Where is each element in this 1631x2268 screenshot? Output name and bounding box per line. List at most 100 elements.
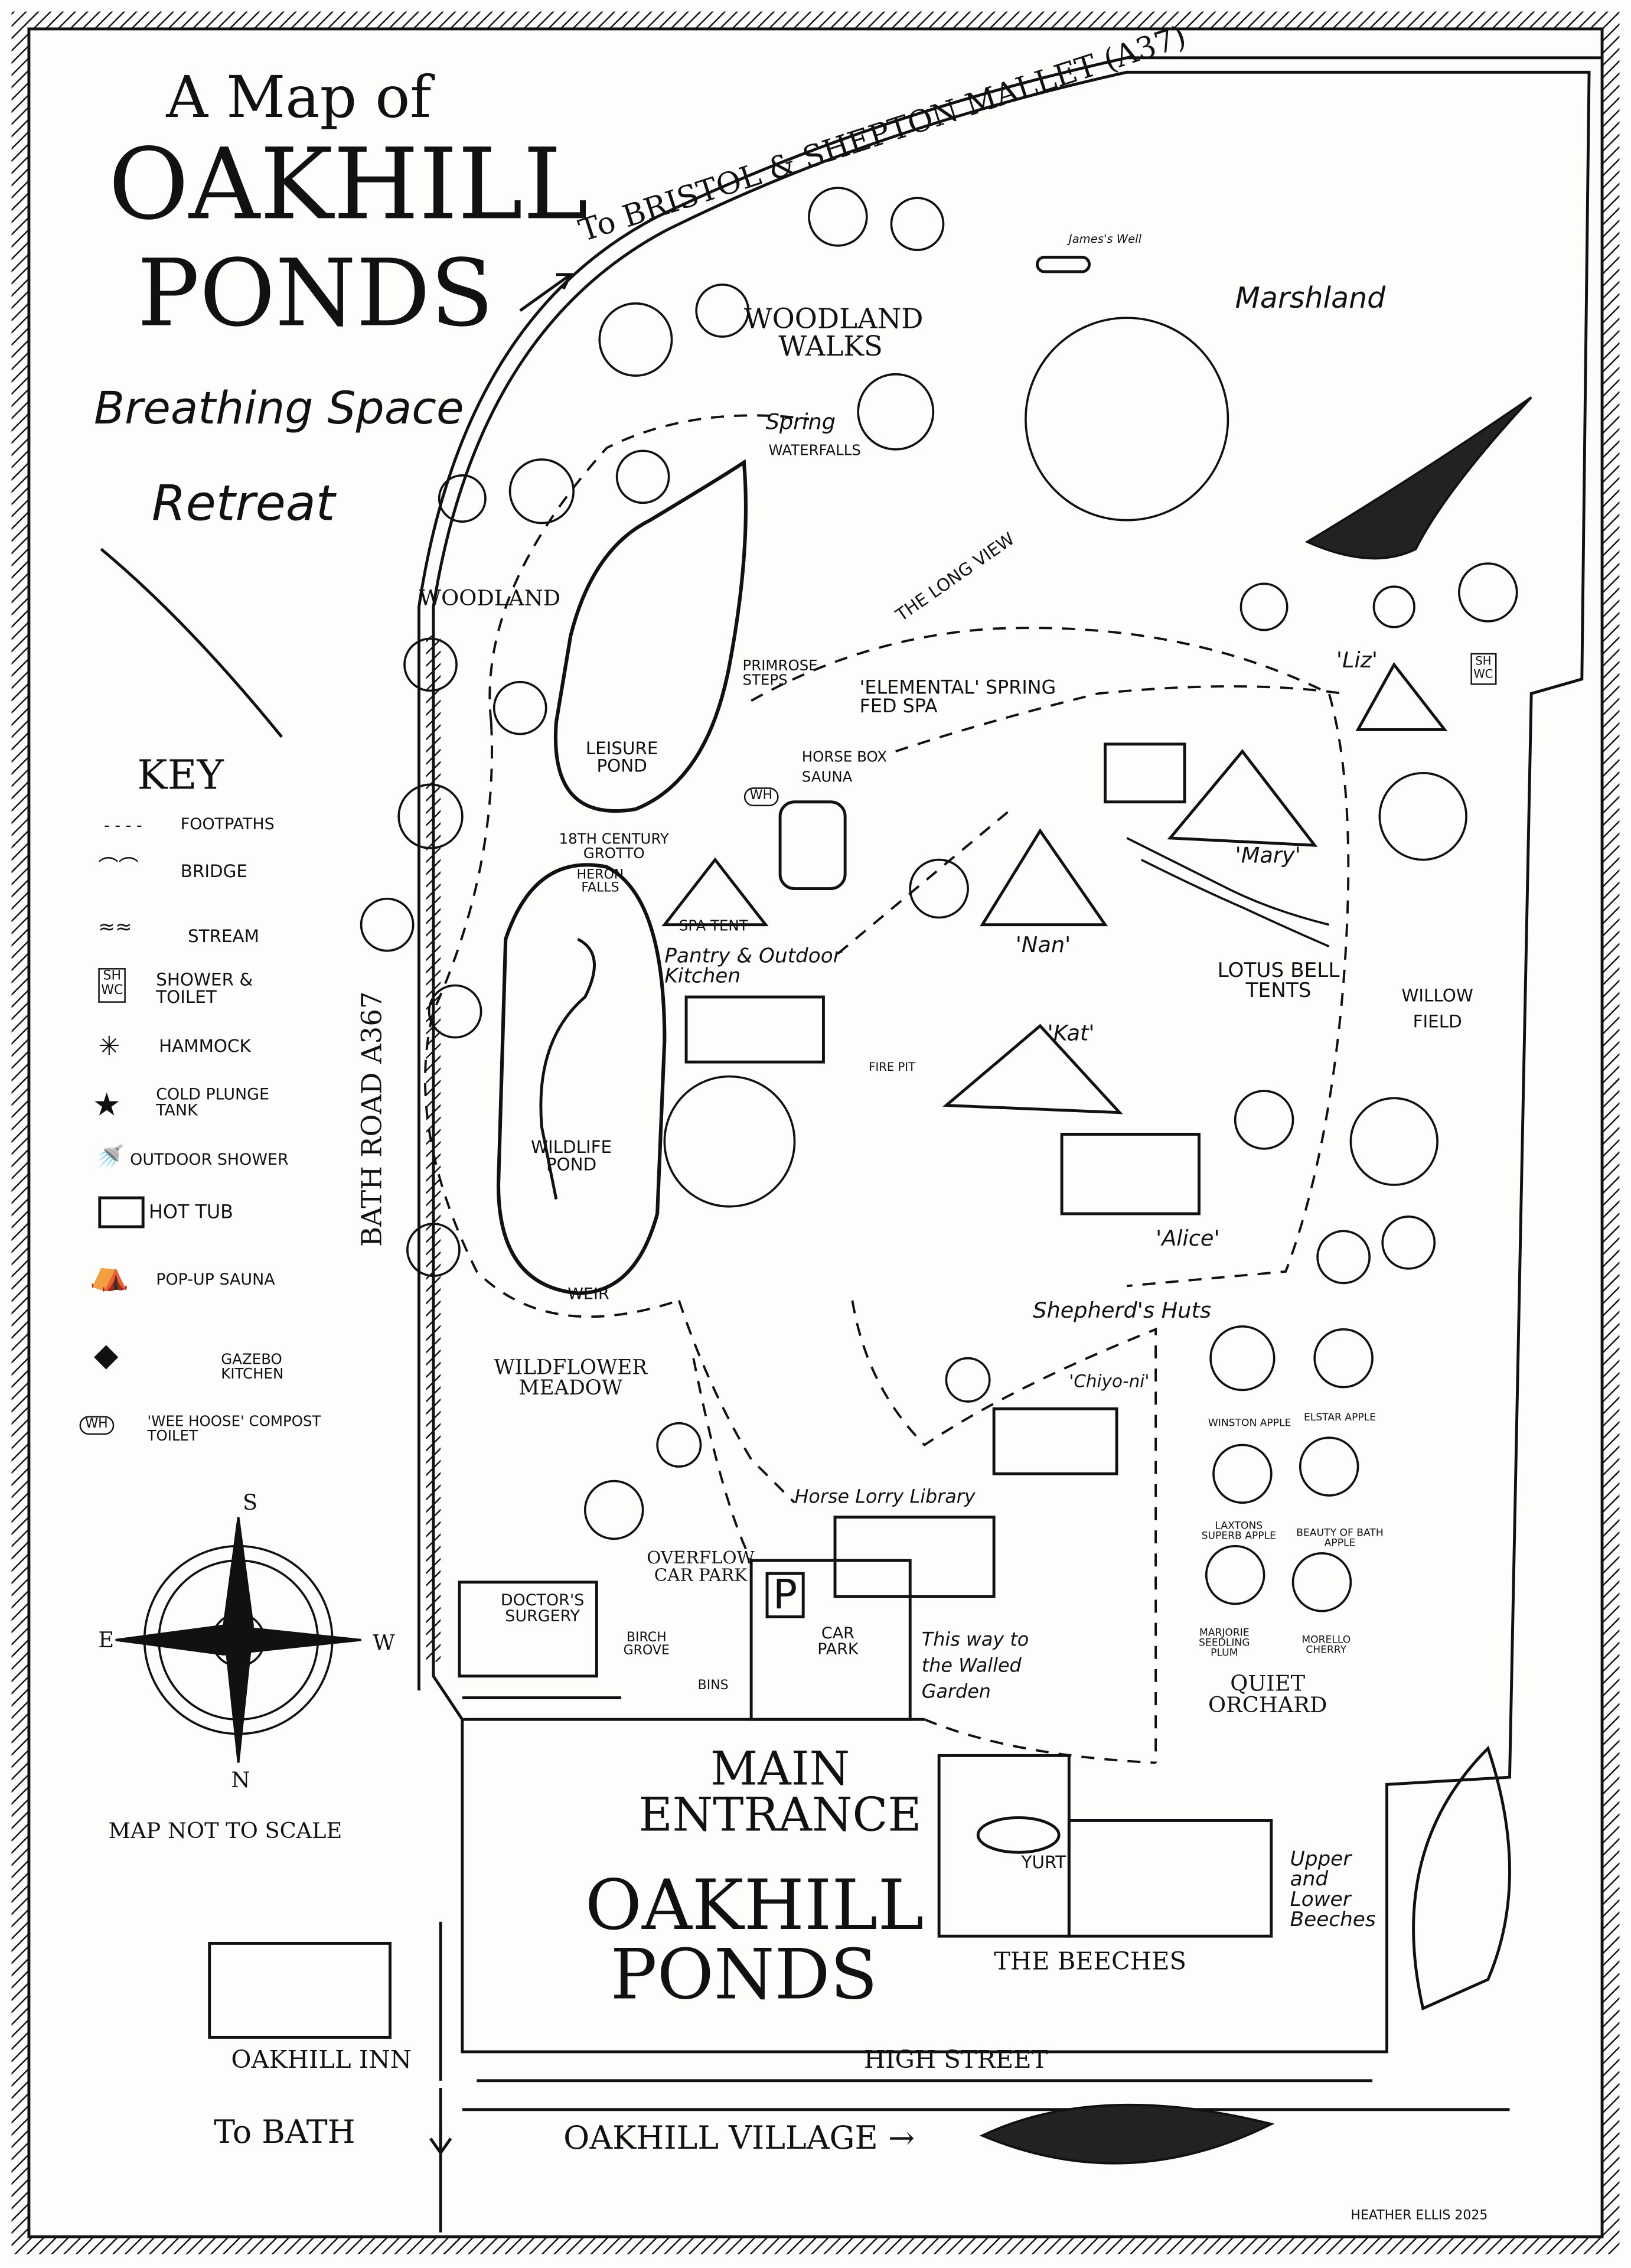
label-yurt: YURT bbox=[1021, 1852, 1066, 1873]
bridge-key-icon: ⌒⌒ bbox=[98, 856, 139, 880]
label-horse-lorry-library: Horse Lorry Library bbox=[794, 1487, 976, 1509]
road-label-high-street: HIGH STREET bbox=[863, 2046, 1048, 2075]
arrow-north bbox=[519, 273, 573, 312]
pop-up-sauna-icon: ⛺ bbox=[89, 1257, 129, 1293]
label-grotto: 18TH CENTURY GROTTO bbox=[559, 832, 669, 863]
high-street bbox=[462, 2079, 1510, 2111]
label-wildflower-meadow: WILDFLOWER MEADOW bbox=[494, 1357, 648, 1400]
label-upper-lower-beeches: Upper and Lower Beeches bbox=[1290, 1847, 1376, 1932]
label-alice: 'Alice' bbox=[1156, 1225, 1220, 1252]
label-doctors-surgery: DOCTOR'S SURGERY bbox=[500, 1591, 585, 1626]
label-main-entrance: MAIN ENTRANCE bbox=[638, 1741, 922, 1843]
fern bbox=[100, 548, 283, 738]
orchard-label: ELSTAR APPLE bbox=[1303, 1412, 1376, 1423]
label-marshland: Marshland bbox=[1235, 280, 1386, 315]
key-item-stream: STREAM bbox=[188, 926, 259, 947]
orchard-label: WINSTON APPLE bbox=[1208, 1417, 1291, 1429]
wildlife-pond bbox=[496, 863, 667, 1295]
stream-key-icon: ≈≈ bbox=[98, 916, 132, 940]
arrow-bath bbox=[429, 2088, 452, 2156]
title-line2: OAKHILL bbox=[108, 128, 589, 243]
key-item-hot-tub: HOT TUB bbox=[148, 1202, 234, 1224]
label-wh: WH bbox=[743, 787, 778, 807]
label-birch-grove: BIRCH GROVE bbox=[623, 1631, 670, 1659]
key-item-outdoor-shower: OUTDOOR SHOWER bbox=[130, 1150, 289, 1169]
key-item-hammock: HAMMOCK bbox=[159, 1036, 251, 1057]
label-leisure-pond: LEISURE POND bbox=[585, 738, 658, 776]
footpaths bbox=[424, 414, 1350, 1764]
label-mary: 'Mary' bbox=[1235, 842, 1301, 869]
label-bins: BINS bbox=[697, 1679, 729, 1694]
key-item-cold-plunge: COLD PLUNGE TANK bbox=[156, 1085, 270, 1120]
road-label-village: OAKHILL VILLAGE → bbox=[563, 2121, 915, 2158]
label-chiyo-ni: 'Chiyo-ni' bbox=[1069, 1371, 1150, 1392]
title-line3: PONDS bbox=[137, 241, 494, 348]
label-pantry: Pantry & Outdoor Kitchen bbox=[664, 944, 841, 989]
label-horse-box-sauna: HORSE BOX SAUNA bbox=[801, 750, 887, 786]
compass-e: E bbox=[98, 1627, 115, 1653]
buildings bbox=[208, 256, 1273, 2039]
label-spa: 'ELEMENTAL' SPRING FED SPA bbox=[859, 677, 1056, 718]
red-kite bbox=[1304, 396, 1532, 560]
label-waterfalls: WATERFALLS bbox=[768, 444, 861, 460]
oak-leaf bbox=[979, 2103, 1275, 2165]
site-boundary bbox=[432, 70, 1591, 2054]
label-oakhill-ponds: OAKHILL PONDS bbox=[585, 1865, 924, 2016]
orchard-label: MARJORIE SEEDLING PLUM bbox=[1199, 1627, 1250, 1659]
label-woodland-walks: WOODLAND WALKS bbox=[743, 303, 924, 363]
road-label-a367: BATH ROAD A367 bbox=[357, 991, 389, 1247]
label-walled-garden: This way to the Walled Garden bbox=[921, 1630, 1029, 1705]
label-kat: 'Kat' bbox=[1047, 1020, 1095, 1047]
stream bbox=[1126, 837, 1330, 948]
label-james-well: James's Well bbox=[1068, 232, 1142, 246]
label-nan: 'Nan' bbox=[1015, 931, 1071, 958]
compass-w: W bbox=[373, 1630, 395, 1656]
wee-hoose-icon: WH bbox=[79, 1416, 114, 1435]
orchard-label: BEAUTY OF BATH APPLE bbox=[1296, 1527, 1384, 1549]
label-lotus-bell-tents: LOTUS BELL TENTS bbox=[1217, 959, 1340, 1003]
key-item-compost-toilet: 'WEE HOOSE' COMPOST TOILET bbox=[147, 1415, 321, 1445]
gazebo-diamond-icon: ◆ bbox=[94, 1338, 119, 1374]
key-item-shower-toilet: SHOWER & TOILET bbox=[156, 969, 253, 1008]
sh-text: SH bbox=[1475, 654, 1492, 668]
label-wildlife-pond: WILDLIFE POND bbox=[530, 1137, 612, 1175]
tents bbox=[661, 662, 1448, 1115]
key-item-footpaths: FOOTPATHS bbox=[180, 814, 275, 834]
compass-rose bbox=[115, 1517, 361, 1763]
parking-sign: P bbox=[765, 1572, 805, 1618]
compass-s: S bbox=[242, 1490, 258, 1516]
trees bbox=[360, 187, 1518, 1612]
label-the-beeches: THE BEECHES bbox=[994, 1947, 1186, 1977]
compass-n: N bbox=[231, 1767, 250, 1793]
wc-text: WC bbox=[1473, 667, 1493, 680]
hammock-asterisk-icon: ✳ bbox=[98, 1031, 120, 1063]
label-quiet-orchard: QUIET ORCHARD bbox=[1208, 1670, 1327, 1718]
title-line1: A Map of bbox=[166, 65, 432, 132]
leisure-pond bbox=[553, 459, 748, 813]
label-spring: Spring bbox=[765, 409, 836, 435]
title-line5: Retreat bbox=[151, 475, 335, 533]
key-title: KEY bbox=[137, 751, 224, 799]
label-willow-field: WILLOW FIELD bbox=[1401, 985, 1473, 1032]
label-primrose-steps: PRIMROSE STEPS bbox=[742, 659, 818, 689]
road-label-to-bath: To BATH bbox=[214, 2115, 355, 2152]
label-heron-falls: HERON FALLS bbox=[576, 868, 624, 896]
label-overflow-car-park: OVERFLOW CAR PARK bbox=[647, 1547, 755, 1585]
key-item-gazebo-kitchen: GAZEBO KITCHEN bbox=[221, 1352, 284, 1383]
label-weir: WEIR bbox=[567, 1284, 609, 1304]
label-shepherds-huts: Shepherd's Huts bbox=[1033, 1297, 1212, 1324]
key-item-pop-up-sauna: POP-UP SAUNA bbox=[156, 1270, 275, 1289]
label-oakhill-inn: OAKHILL INN bbox=[231, 2046, 412, 2075]
label-car-park: CAR PARK bbox=[817, 1624, 859, 1659]
artist-signature: HEATHER ELLIS 2025 bbox=[1351, 2209, 1488, 2224]
cold-plunge-star-icon: ★ bbox=[92, 1088, 121, 1125]
footpath-key-icon: - - - - bbox=[104, 816, 142, 836]
label-liz: 'Liz' bbox=[1336, 647, 1378, 674]
hot-tub-icon bbox=[98, 1196, 145, 1228]
label-fire-pit: FIRE PIT bbox=[869, 1060, 916, 1074]
heron bbox=[539, 937, 596, 1200]
